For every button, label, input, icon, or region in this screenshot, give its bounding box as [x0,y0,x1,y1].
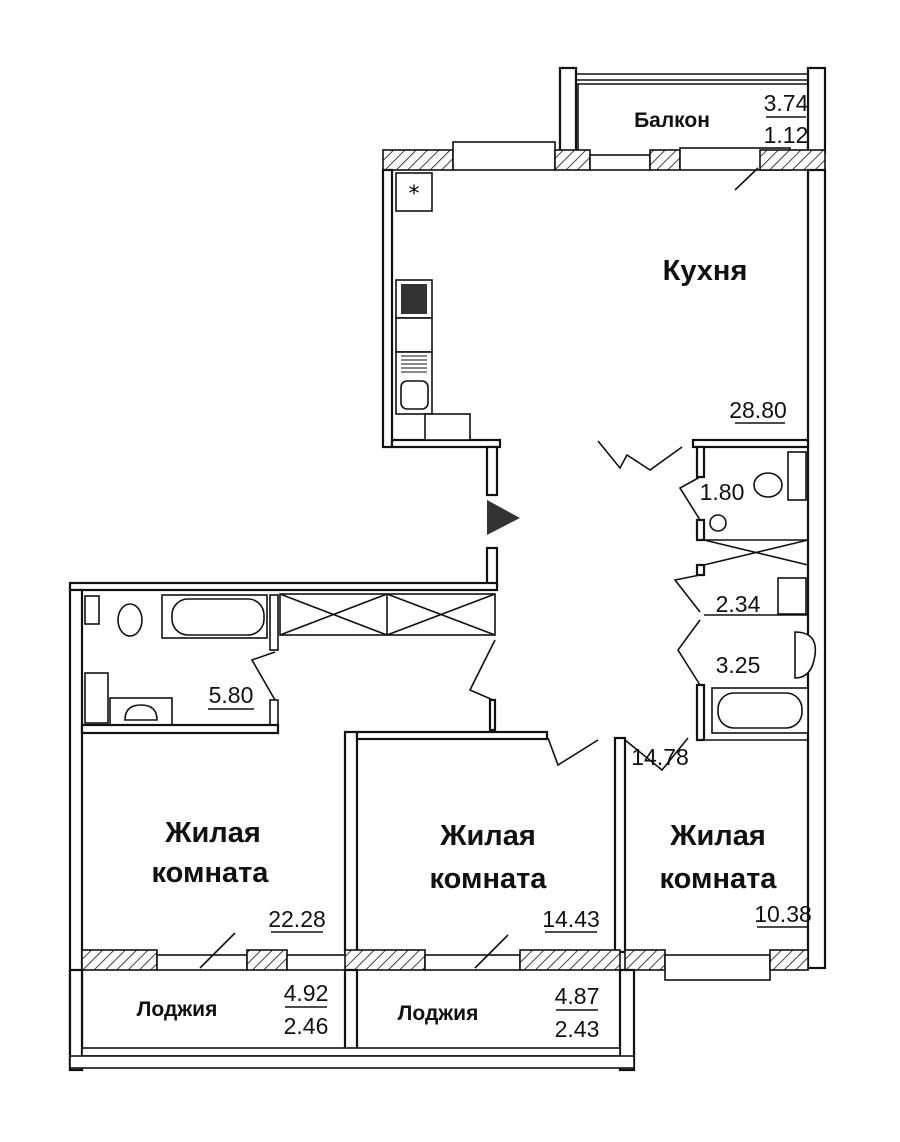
room2-label-line1: Жилая [439,820,536,852]
room1-area: 22.28 [268,906,326,932]
balcony-label: Балкон [634,109,710,132]
kitchen-bottom-wall-right [691,438,810,449]
entrance-arrow-icon [487,500,520,535]
living-exterior-wall [81,932,809,981]
balcony-area: 3.74 [764,90,809,116]
wc [678,445,809,566]
room1-label-line1: Жилая [164,817,261,849]
room3-label-line1: Жилая [669,820,766,852]
storage [673,563,808,616]
loggia2-area-reduced: 2.43 [555,1016,600,1042]
loggia1-area: 4.92 [284,980,329,1006]
loggia2-area: 4.87 [555,983,600,1009]
loggias [68,968,636,1072]
hall-area: 14.78 [631,744,689,770]
kitchen-area: 28.80 [729,397,787,423]
ventilation-icon: * [409,182,420,207]
room2-label-line2: комната [430,863,548,895]
closet [279,593,497,732]
room1-label-line2: комната [152,857,270,889]
bathroom-large [80,594,280,735]
room3-label-line2: комната [660,863,778,895]
kitchen-left-wall [381,168,394,449]
storage-area: 2.34 [716,591,761,617]
loggia1-label: Лоджия [137,998,218,1021]
room3-area: 10.38 [754,901,812,927]
kitchen-bottom-wall-left [390,438,502,449]
loggia1-area-reduced: 2.46 [284,1013,329,1039]
right-outer-wall [806,168,827,970]
room2-area: 14.43 [542,906,600,932]
kitchen-fixtures: * [395,172,471,441]
loggia2-label: Лоджия [398,1002,479,1025]
wc-area: 1.80 [700,479,745,505]
bathroom-large-area: 5.80 [209,682,254,708]
kitchen-exterior-wall [382,141,826,191]
balcony-area-reduced: 1.12 [764,122,809,148]
left-top-wall [68,581,499,592]
bathroom-small [677,619,817,742]
kitchen-label: Кухня [663,255,748,287]
bathroom-small-area: 3.25 [716,652,761,678]
sink-icon [400,380,429,410]
balcony [558,66,827,155]
